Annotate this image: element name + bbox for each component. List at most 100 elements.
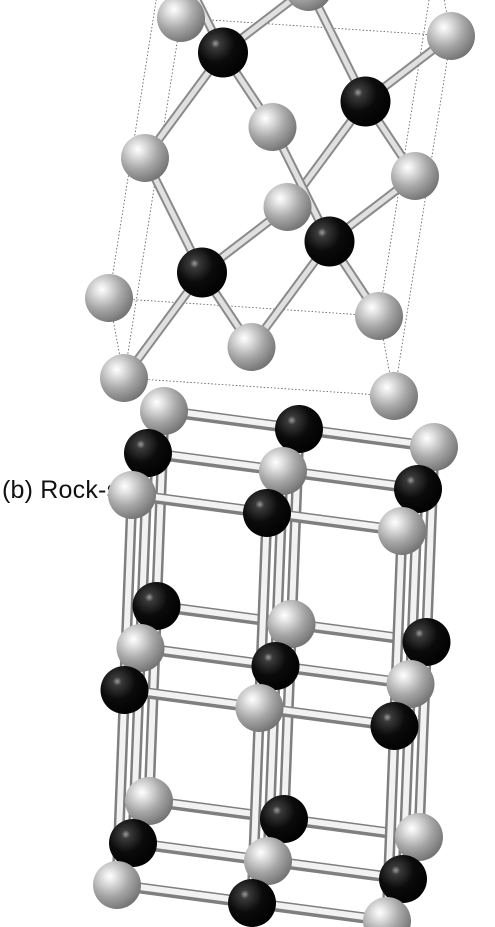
bond-highlight [281, 815, 422, 839]
bond [397, 678, 416, 885]
bond-highlight [153, 602, 295, 626]
bond [143, 795, 290, 825]
bond-highlight [265, 815, 287, 863]
bond [270, 618, 297, 672]
bond-highlight [137, 644, 279, 668]
bond-highlight [391, 527, 405, 728]
bond [262, 813, 290, 867]
bond-highlight [423, 443, 437, 644]
cation-atom [228, 879, 276, 927]
bond-highlight [400, 680, 414, 881]
bond [261, 465, 289, 519]
cell-edge [108, 0, 157, 299]
cell-edge [180, 17, 452, 37]
cation-atom [260, 795, 308, 843]
bond-highlight [399, 485, 421, 533]
bond-highlight [145, 449, 286, 473]
anion-atom [227, 323, 276, 371]
bond [127, 837, 274, 867]
bond-highlight [249, 704, 263, 905]
bond [270, 660, 416, 690]
bond [286, 618, 432, 648]
bond-highlight [256, 509, 270, 710]
bond [126, 489, 273, 519]
bond-highlight [264, 509, 405, 533]
bond [381, 720, 400, 927]
bond [119, 684, 265, 714]
bond-group [111, 405, 440, 927]
bond [405, 483, 424, 690]
cation-atom [100, 666, 149, 714]
bond-highlight [146, 797, 287, 821]
anion-atom [391, 152, 439, 200]
bond [246, 855, 274, 909]
cation-atom [198, 27, 248, 78]
bond-highlight [121, 686, 263, 710]
bond [143, 600, 162, 807]
bond [413, 636, 432, 843]
bond [135, 600, 162, 654]
atom-group [93, 387, 458, 927]
bond [270, 465, 289, 672]
bond [127, 795, 155, 849]
anion-atom [355, 292, 403, 340]
anion-atom [363, 897, 411, 927]
bond-highlight [265, 662, 279, 863]
bond-highlight [416, 638, 430, 839]
bond [111, 684, 130, 891]
anion-atom [395, 813, 443, 861]
anion-atom [386, 660, 435, 708]
bond-highlight [272, 620, 295, 668]
bond-highlight [288, 620, 430, 644]
bond-highlight [256, 704, 398, 728]
bond-highlight [137, 602, 160, 650]
bond [119, 642, 146, 696]
cation-atom [402, 618, 451, 666]
bond-highlight [249, 857, 271, 905]
cation-atom [370, 702, 419, 750]
bond [397, 831, 425, 885]
cation-atom [132, 582, 181, 630]
bond [254, 507, 273, 714]
cation-atom [379, 855, 427, 903]
bond [254, 660, 281, 714]
cell-edge [123, 17, 182, 379]
cation-atom [177, 247, 227, 298]
anion-atom [100, 354, 148, 402]
bond-highlight [415, 443, 437, 491]
bond-highlight [272, 467, 286, 668]
bond-highlight [114, 839, 136, 887]
bond-highlight [391, 680, 414, 728]
anion-atom [235, 684, 284, 732]
bond-highlight [272, 662, 414, 686]
bond-highlight [280, 467, 421, 491]
bond-highlight [146, 602, 160, 803]
cation-atom [251, 642, 300, 690]
bond-highlight [384, 875, 406, 923]
cation-atom [340, 76, 391, 127]
anion-atom [125, 777, 173, 825]
bond-highlight [400, 833, 422, 881]
bond [111, 879, 258, 909]
anion-atom [121, 134, 169, 182]
anion-atom [267, 600, 316, 648]
bond [381, 873, 409, 927]
anion-atom [378, 507, 426, 555]
cation-atom [304, 216, 355, 267]
bond-highlight [265, 857, 406, 881]
bond [262, 855, 409, 885]
bond-highlight [256, 662, 279, 710]
bond [405, 636, 432, 690]
anion-atom [157, 0, 205, 42]
bond-highlight [130, 839, 271, 863]
bond-highlight [249, 899, 390, 923]
bond-highlight [121, 644, 144, 692]
bond [278, 618, 297, 825]
bond [278, 813, 425, 843]
cell-edge [108, 297, 380, 317]
bond-highlight [130, 797, 152, 845]
bond [277, 465, 424, 495]
cation-atom [243, 489, 291, 537]
anion-atom [288, 0, 329, 11]
